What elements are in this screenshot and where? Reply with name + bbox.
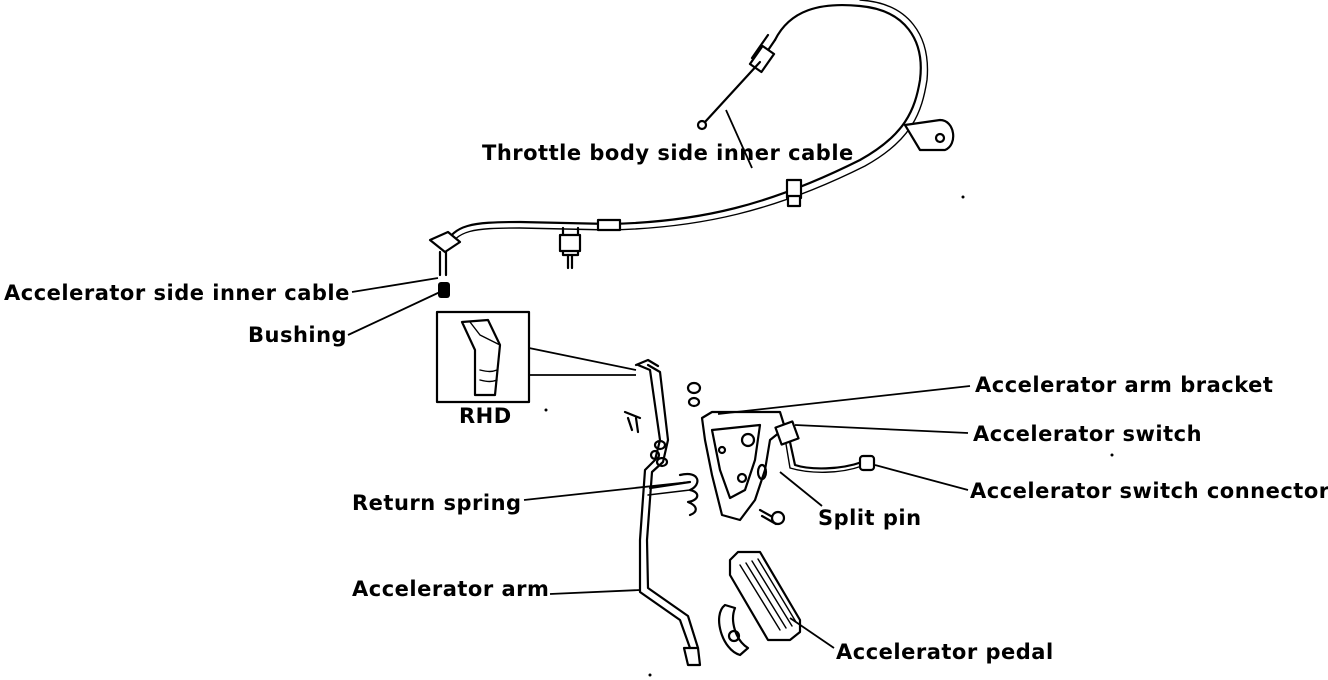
label-accelerator-arm: Accelerator arm <box>352 577 549 601</box>
bolt <box>623 410 642 434</box>
accelerator-arm <box>634 358 702 667</box>
accelerator-pedal-part <box>718 550 802 657</box>
label-split-pin: Split pin <box>818 506 922 530</box>
accelerator-cable <box>428 0 955 277</box>
return-spring-part <box>647 472 699 517</box>
label-accelerator-arm-bracket: Accelerator arm bracket <box>975 373 1273 397</box>
split-pin-part <box>758 508 786 526</box>
accelerator-arm-bracket-part <box>700 410 787 522</box>
label-accelerator-switch-connector: Accelerator switch connector <box>970 479 1328 503</box>
label-rhd: RHD <box>459 404 512 428</box>
label-accelerator-side-inner-cable: Accelerator side inner cable <box>4 281 350 305</box>
label-bushing: Bushing <box>248 323 347 347</box>
label-accelerator-switch: Accelerator switch <box>973 422 1202 446</box>
washers <box>653 381 702 468</box>
leader-lines <box>347 109 971 649</box>
label-throttle-body-side-inner-cable: Throttle body side inner cable <box>482 141 854 165</box>
rhd-inset <box>435 310 637 404</box>
label-accelerator-pedal: Accelerator pedal <box>836 640 1054 664</box>
accelerator-switch-part <box>774 420 876 473</box>
bushing-part <box>438 282 450 298</box>
label-return-spring: Return spring <box>352 491 522 515</box>
